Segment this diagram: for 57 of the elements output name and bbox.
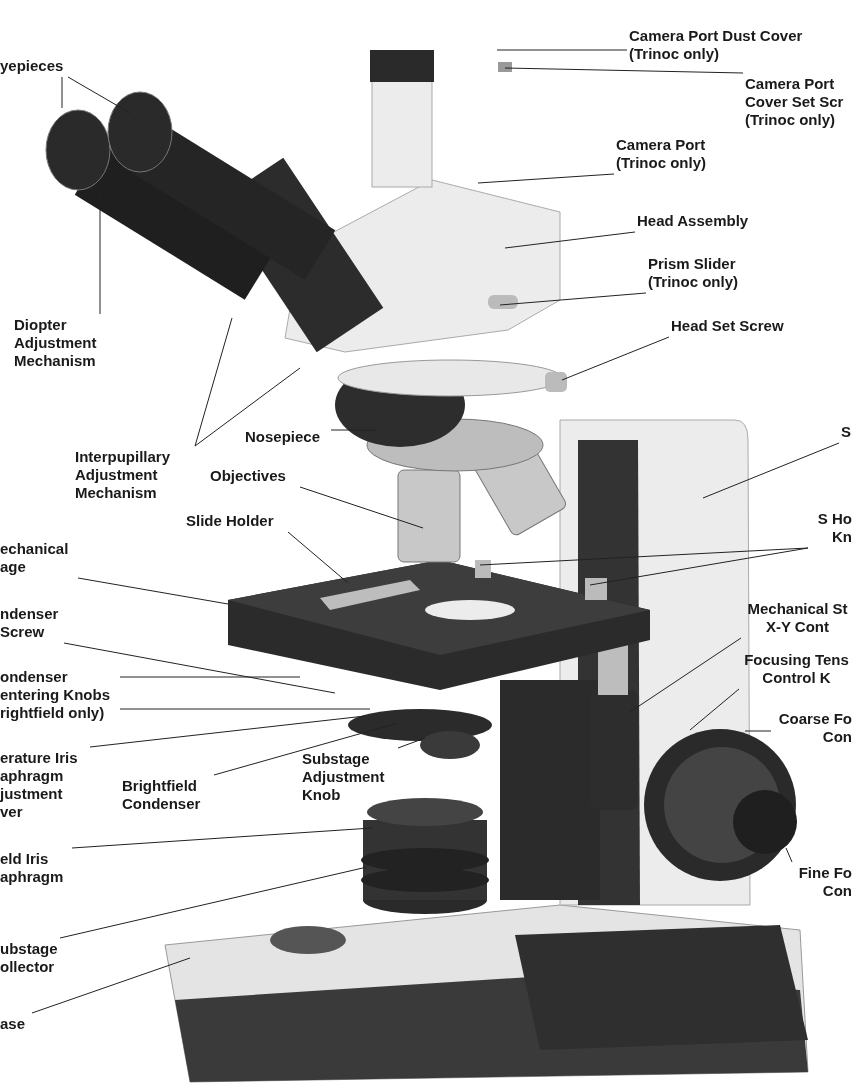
- part-label: ubstage ollector: [0, 940, 58, 976]
- part-label: Head Set Screw: [671, 317, 811, 335]
- part-label: Prism Slider (Trinoc only): [648, 255, 768, 291]
- part-label: ase: [0, 1015, 30, 1033]
- leader-line: [194, 317, 233, 447]
- leader-line: [689, 688, 740, 731]
- part-label: ndenser Screw: [0, 605, 62, 641]
- leader-line: [31, 957, 191, 1014]
- part-label: eld Iris aphragm: [0, 850, 70, 886]
- leader-line: [702, 442, 840, 499]
- leader-line: [504, 231, 636, 249]
- leader-line: [477, 173, 615, 184]
- leader-line: [119, 708, 371, 710]
- part-label: Camera Port (Trinoc only): [616, 136, 736, 172]
- part-label: Camera Port Dust Cover (Trinoc only): [629, 27, 849, 63]
- part-label: S Ho Kn: [810, 510, 852, 546]
- part-label: Camera Port Cover Set Scr (Trinoc only): [745, 75, 852, 129]
- leader-line: [287, 531, 349, 584]
- leader-line: [119, 676, 301, 678]
- leader-line: [504, 67, 744, 74]
- leader-line: [77, 577, 229, 605]
- leader-line: [589, 547, 809, 586]
- part-label: Fine Fo Con: [794, 864, 852, 900]
- part-label: Coarse Fo Con: [773, 710, 852, 746]
- leader-line: [59, 866, 368, 939]
- leader-line: [213, 722, 399, 776]
- leader-line: [63, 642, 336, 694]
- part-label: Slide Holder: [186, 512, 286, 530]
- part-label: Nosepiece: [245, 428, 329, 446]
- leader-line: [67, 76, 131, 114]
- part-label: Head Assembly: [637, 212, 777, 230]
- leader-line: [89, 715, 366, 748]
- leader-line: [785, 847, 793, 863]
- leader-line: [479, 547, 809, 566]
- part-label: Objectives: [210, 467, 298, 485]
- leader-line: [194, 367, 301, 447]
- part-label: erature Iris aphragm justment ver: [0, 749, 88, 821]
- part-label: Interpupillary Adjustment Mechanism: [75, 448, 193, 502]
- leader-line: [499, 292, 647, 306]
- leader-line: [629, 637, 742, 713]
- leader-line: [496, 49, 628, 51]
- leader-line: [299, 486, 424, 529]
- part-label: yepieces: [0, 57, 66, 75]
- part-label: echanical age: [0, 540, 76, 576]
- part-label: Brightfield Condenser: [122, 777, 212, 813]
- part-label: Mechanical St X-Y Cont: [743, 600, 852, 636]
- leader-line: [61, 76, 63, 109]
- part-label: S: [841, 423, 852, 441]
- part-label: Substage Adjustment Knob: [302, 750, 396, 804]
- leader-line: [71, 827, 373, 849]
- leader-line: [397, 737, 426, 749]
- leader-line: [330, 429, 377, 431]
- leader-line: [744, 730, 772, 732]
- part-label: Focusing Tens Control K: [741, 651, 852, 687]
- part-label: Diopter Adjustment Mechanism: [14, 316, 124, 370]
- leader-line: [561, 336, 670, 381]
- part-label: ondenser entering Knobs rightfield only): [0, 668, 118, 722]
